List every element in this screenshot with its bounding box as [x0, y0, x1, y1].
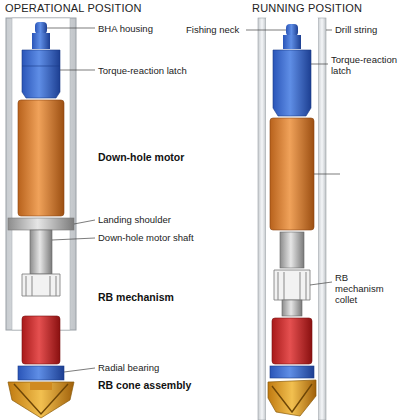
part-label: Torque-reaction latch [331, 54, 397, 76]
part-label: Radial bearing [98, 362, 159, 373]
part-label: Fishing neck [186, 24, 239, 35]
part-label: Drill string [335, 24, 377, 35]
panel-title: RUNNING POSITION [252, 3, 362, 14]
part-label: Torque-reaction latch [98, 65, 187, 76]
part-label: RB mechanism collet [335, 272, 397, 305]
part-label: RB mechanism [98, 292, 174, 303]
panel-title: OPERATIONAL POSITION [5, 3, 142, 14]
part-label: Landing shoulder [98, 214, 171, 225]
part-label: RB cone assembly [98, 380, 191, 391]
part-label: Down-hole motor [98, 152, 184, 163]
part-label: Down-hole motor shaft [98, 232, 194, 243]
part-label: BHA housing [98, 23, 153, 34]
